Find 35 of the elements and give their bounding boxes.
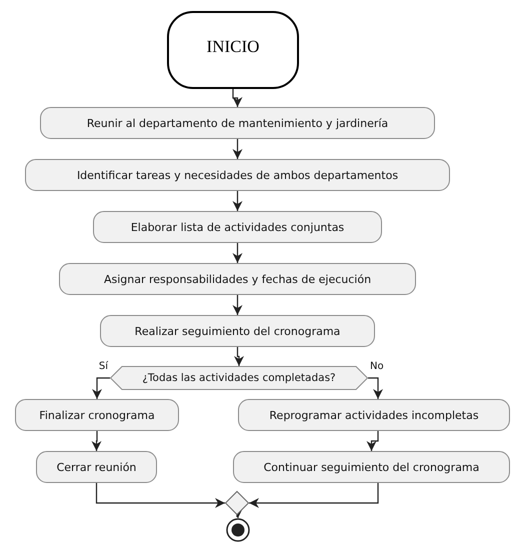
- arrow: [232, 191, 242, 211]
- activity-label: Identificar tareas y necesidades de ambos departamentos: [76, 168, 398, 182]
- activity-box: [59, 263, 416, 295]
- activity-box: [25, 159, 450, 191]
- activity-box: [238, 399, 510, 431]
- activity-label: Finalizar cronograma: [39, 408, 155, 422]
- arrow: [96, 483, 225, 508]
- arrow: [232, 139, 242, 159]
- activity-box: [15, 399, 179, 431]
- activity-box: [40, 107, 435, 139]
- decision-question: ¿Todas las actividades completadas?: [142, 372, 336, 384]
- start-terminal: [167, 11, 299, 89]
- activity-label: Continuar seguimiento del cronograma: [264, 460, 480, 474]
- arrow: [249, 483, 379, 508]
- arrow: [232, 295, 242, 315]
- activity-label: Reprogramar actividades incompletas: [269, 408, 479, 422]
- arrow: [366, 431, 379, 451]
- edge-label: No: [370, 361, 384, 372]
- arrow: [92, 377, 110, 399]
- activity-box: [93, 211, 382, 243]
- activity-label: Realizar seguimiento del cronograma: [134, 324, 340, 338]
- activity-label: Reunir al departamento de mantenimiento y jardinería: [86, 116, 388, 130]
- activity-label: Elaborar lista de actividades conjuntas: [130, 220, 344, 234]
- activity-label: Asignar responsabilidades y fechas de ejecución: [104, 272, 372, 286]
- arrow: [368, 377, 383, 399]
- arrow: [232, 89, 242, 107]
- start-label: INICIO: [206, 37, 260, 57]
- arrow: [92, 431, 102, 451]
- edge-label: Sí: [98, 361, 108, 372]
- activity-box: [36, 451, 157, 483]
- activity-label: Cerrar reunión: [56, 460, 136, 474]
- arrow: [234, 347, 244, 366]
- activity-box: [100, 315, 375, 347]
- arrow: [232, 243, 242, 263]
- activity-box: [233, 451, 510, 483]
